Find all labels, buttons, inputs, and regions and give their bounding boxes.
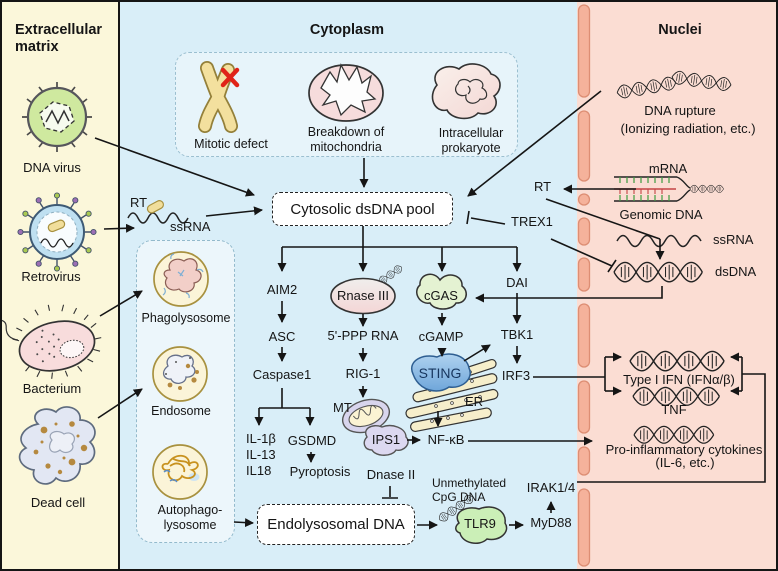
breakdown-line2: mitochondria (310, 139, 382, 154)
unmethylated-line1: Unmethylated (432, 476, 507, 490)
autophagolysosome-label: Autophago- lysosome (158, 503, 223, 533)
genomic-dna-label: Genomic DNA (619, 207, 703, 222)
cgamp-label: cGAMP (418, 329, 464, 344)
sting-icon (410, 353, 471, 392)
phagolysosome-label: Phagolysosome (141, 311, 231, 325)
extracellular-title: Extracellular matrix (15, 22, 102, 56)
ppp-rna-label: 5'-PPP RNA (327, 328, 399, 343)
cgas-icon (416, 273, 467, 310)
il1b-label: IL-1β (246, 431, 276, 446)
endolysosomal-label: Endolysosomal DNA (267, 516, 405, 533)
dead-cell-icon (18, 406, 96, 485)
cgas-label: cGAS (424, 288, 458, 303)
trex1-label: TREX1 (511, 214, 553, 229)
dnase2-label: Dnase II (366, 467, 416, 482)
prokaryote-label: Intracellular prokaryote (439, 126, 504, 156)
irak14-label: IRAK1/4 (526, 480, 576, 495)
autophago-line2: lysosome (163, 517, 217, 532)
extracellular-title-line1: Extracellular (15, 22, 103, 38)
ifn-gene-icon (629, 350, 725, 372)
prokaryote-line2: prokaryote (441, 140, 501, 155)
transcription-icon (614, 176, 724, 202)
rig1-label: RIG-1 (345, 366, 381, 381)
dna-rupture-icon (615, 69, 733, 100)
pathway-arrows (94, 90, 766, 530)
sting-label: STING (418, 365, 462, 381)
asc-label: ASC (268, 329, 296, 344)
breakdown-line1: Breakdown of (307, 125, 385, 139)
dna-rupture-note: (Ionizing radiation, etc.) (620, 121, 756, 136)
nuclei-title: Nuclei (658, 22, 702, 38)
mitochondria-breakdown-icon (308, 63, 384, 122)
autophagolysosome-icon (152, 444, 208, 500)
tnf-label: TNF (661, 402, 687, 417)
cpg-dna-label: Unmethylated CpG DNA (432, 476, 506, 504)
extracellular-title-line2: matrix (15, 39, 59, 56)
rnase3-label: Rnase III (336, 288, 390, 303)
cytokines-label-line1: Pro-inflammatory cytokines (605, 442, 763, 457)
retrovirus-label: Retrovirus (21, 269, 81, 284)
mitotic-defect-icon (198, 61, 240, 133)
retrovirus-icon (17, 192, 97, 272)
gsdmd-label: GSDMD (287, 433, 337, 448)
cytoplasm-title: Cytoplasm (309, 22, 385, 38)
irf3-label: IRF3 (501, 368, 531, 383)
dna-virus-icon (22, 82, 92, 152)
bacterium-label: Bacterium (22, 381, 82, 396)
ssrna-label: ssRNA (170, 219, 211, 234)
myd88-label: MyD88 (530, 515, 572, 530)
aim2-label: AIM2 (266, 282, 298, 297)
caspase1-label: Caspase1 (252, 367, 312, 382)
cytosolic-dsdna-pool-box: Cytosolic dsDNA pool (272, 192, 453, 226)
cytokine-gene-icon (633, 425, 715, 444)
prokaryote-icon (431, 63, 501, 120)
tbk1-label: TBK1 (500, 327, 534, 342)
nuclear-membrane-icon (577, 4, 591, 567)
pyroptosis-label: Pyroptosis (289, 464, 351, 479)
autophago-line1: Autophago- (157, 503, 223, 517)
pool-label: Cytosolic dsDNA pool (290, 200, 435, 218)
mitotic-defect-label: Mitotic defect (194, 137, 268, 151)
endosome-icon (152, 346, 208, 402)
rt-ssrna-icon (127, 200, 189, 224)
rnase3-icon (330, 263, 404, 315)
rt-label: RT (130, 195, 148, 210)
phagolysosome-icon (153, 251, 209, 307)
er-label: ER (465, 394, 484, 409)
nuclei-region (577, 0, 778, 571)
type1-ifn-label: Type I IFN (IFNα/β) (623, 372, 735, 387)
rt-reverse-label: RT (534, 179, 552, 194)
ips1-icon (363, 424, 409, 456)
endosome-label: Endosome (151, 404, 211, 418)
unmethylated-line2: CpG DNA (432, 490, 486, 505)
ips1-label: IPS1 (371, 432, 401, 447)
nuclear-ssrna-label: ssRNA (713, 232, 754, 247)
nuclear-dsdna-label: dsDNA (715, 264, 757, 279)
mt-label: MT (333, 400, 352, 415)
dai-label: DAI (506, 275, 528, 290)
dna-rupture-label: DNA rupture (644, 103, 716, 118)
mrna-label: mRNA (648, 161, 688, 176)
nuclear-ssrna-icon (616, 234, 702, 248)
nfkb-label: NF-κB (427, 432, 465, 447)
cytokines-label-line2: (IL-6, etc.) (655, 455, 715, 470)
dead-cell-label: Dead cell (30, 495, 86, 510)
bacterium-icon (0, 304, 102, 379)
prokaryote-line1: Intracellular (438, 126, 504, 140)
il13-label: IL-13 (246, 447, 276, 462)
mitochondria-breakdown-label: Breakdown of mitochondria (308, 125, 384, 155)
nuclear-dsdna-icon (613, 261, 704, 283)
il18-label: IL18 (246, 463, 272, 478)
endolysosomal-dna-box: Endolysosomal DNA (257, 504, 415, 545)
mitochondrion-mt-icon (341, 398, 391, 434)
tlr9-icon (436, 492, 508, 545)
dna-virus-label: DNA virus (23, 160, 81, 175)
tlr9-label: TLR9 (464, 516, 496, 531)
